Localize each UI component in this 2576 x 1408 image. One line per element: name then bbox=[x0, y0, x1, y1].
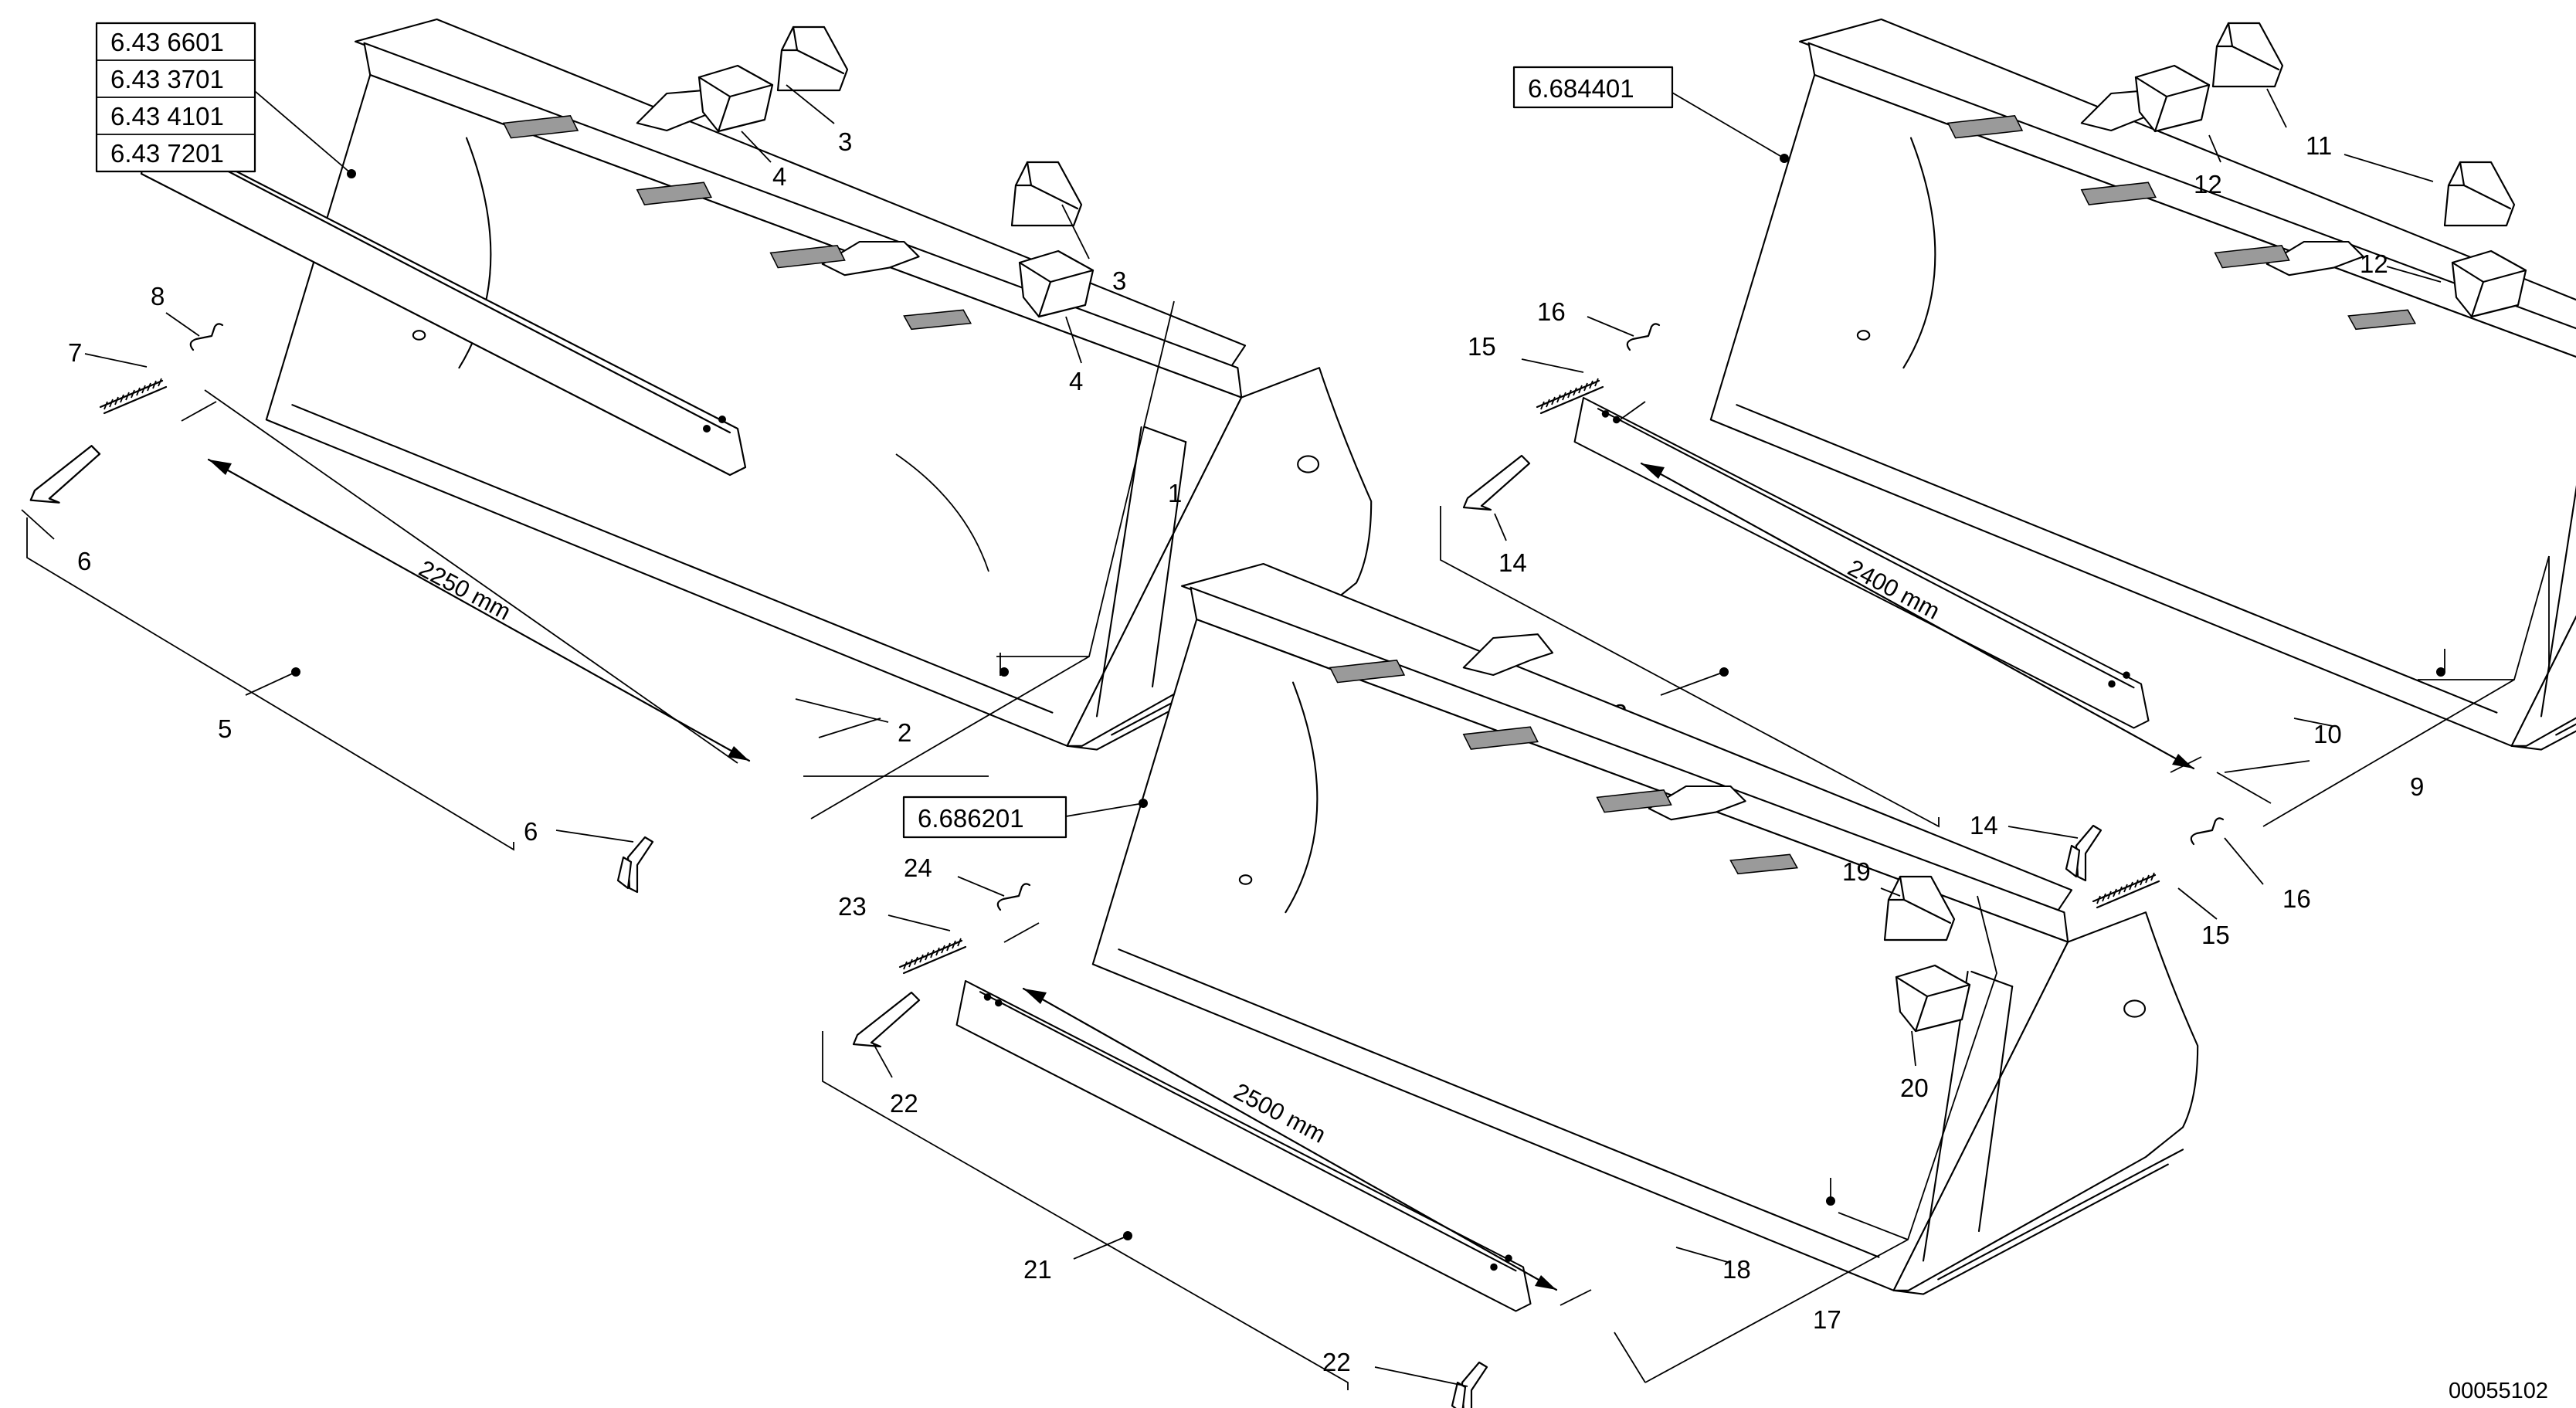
tooth-cube-4-top bbox=[697, 64, 774, 133]
pin-16-right bbox=[2190, 817, 2225, 846]
part-number-box-2250: 6.43 6601 6.43 3701 6.43 4101 6.43 7201 bbox=[95, 22, 256, 173]
callout-24: 24 bbox=[904, 853, 932, 882]
callout-12: 12 bbox=[2360, 249, 2388, 278]
pin-8 bbox=[189, 323, 224, 351]
callout-6: 6 bbox=[77, 547, 91, 575]
bucket-2400-body bbox=[1709, 18, 2576, 751]
callout-1: 1 bbox=[1168, 479, 1182, 507]
edge-clip-6-right bbox=[616, 836, 654, 894]
edge-clip-14-left bbox=[1462, 454, 1531, 511]
callout-14: 14 bbox=[1970, 811, 1998, 840]
pin-24 bbox=[996, 883, 1031, 911]
edge-clip-6-left bbox=[29, 445, 101, 504]
callout-4: 4 bbox=[772, 162, 786, 191]
callout-21: 21 bbox=[1023, 1255, 1052, 1284]
callout-22: 22 bbox=[1322, 1348, 1351, 1376]
tooth-wedge-3-top bbox=[776, 25, 849, 92]
callout-6: 6 bbox=[524, 817, 538, 846]
edge-clip-22-left bbox=[852, 991, 921, 1048]
edge-clip-14-right bbox=[2065, 824, 2103, 882]
edge-clip-22-right bbox=[1451, 1361, 1488, 1408]
spring-23 bbox=[898, 937, 967, 975]
callout-12: 12 bbox=[2194, 170, 2222, 198]
bucket-2250-group: 2250 mm 6.43 6601 6.43 3701 6.43 4101 6.… bbox=[21, 18, 1373, 894]
part-number-6-43-7201: 6.43 7201 bbox=[110, 139, 224, 168]
pin-16-top bbox=[1626, 323, 1661, 351]
bucket-2400-group: 2400 mm 6.684401 11 12 12 16 15 14 13 10… bbox=[1440, 18, 2576, 949]
callout-5: 5 bbox=[218, 714, 232, 743]
callout-17: 17 bbox=[1813, 1305, 1841, 1334]
part-number-6-43-3701: 6.43 3701 bbox=[110, 65, 224, 93]
callout-16: 16 bbox=[1537, 297, 1566, 326]
callout-10: 10 bbox=[2313, 720, 2342, 748]
part-number-6-684401: 6.684401 bbox=[1528, 74, 1634, 103]
callout-18: 18 bbox=[1722, 1255, 1751, 1284]
callout-9: 9 bbox=[2410, 772, 2424, 801]
callout-16: 16 bbox=[2282, 884, 2311, 913]
callout-3: 3 bbox=[838, 127, 852, 156]
callout-23: 23 bbox=[838, 892, 867, 921]
spring-15-right bbox=[2092, 871, 2160, 909]
tooth-wedge-11-top bbox=[2211, 22, 2284, 88]
callout-14: 14 bbox=[1498, 548, 1527, 577]
part-number-6-686201: 6.686201 bbox=[918, 804, 1024, 833]
tooth-wedge-3-mid bbox=[1010, 161, 1083, 227]
callout-11: 11 bbox=[2306, 131, 2332, 160]
tooth-wedge-11-right bbox=[2443, 161, 2516, 227]
dimension-2250: 2250 mm bbox=[415, 555, 516, 626]
callout-20: 20 bbox=[1900, 1074, 1929, 1102]
callout-7: 7 bbox=[68, 338, 82, 367]
spring-7 bbox=[99, 377, 168, 415]
callout-22: 22 bbox=[890, 1089, 918, 1118]
tooth-cube-12-top bbox=[2134, 64, 2211, 133]
callout-15: 15 bbox=[1468, 332, 1496, 361]
part-number-6-43-4101: 6.43 4101 bbox=[110, 102, 224, 131]
callout-3: 3 bbox=[1112, 266, 1126, 295]
document-id: 00055102 bbox=[2449, 1379, 2548, 1403]
callout-15: 15 bbox=[2201, 921, 2230, 949]
callout-19: 19 bbox=[1842, 857, 1871, 886]
callout-4: 4 bbox=[1069, 367, 1083, 395]
part-number-box-2400: 6.684401 bbox=[1512, 66, 1674, 109]
part-number-box-2500: 6.686201 bbox=[902, 796, 1067, 839]
callout-8: 8 bbox=[151, 282, 165, 310]
callout-2: 2 bbox=[898, 718, 911, 747]
part-number-6-43-6601: 6.43 6601 bbox=[110, 28, 224, 56]
